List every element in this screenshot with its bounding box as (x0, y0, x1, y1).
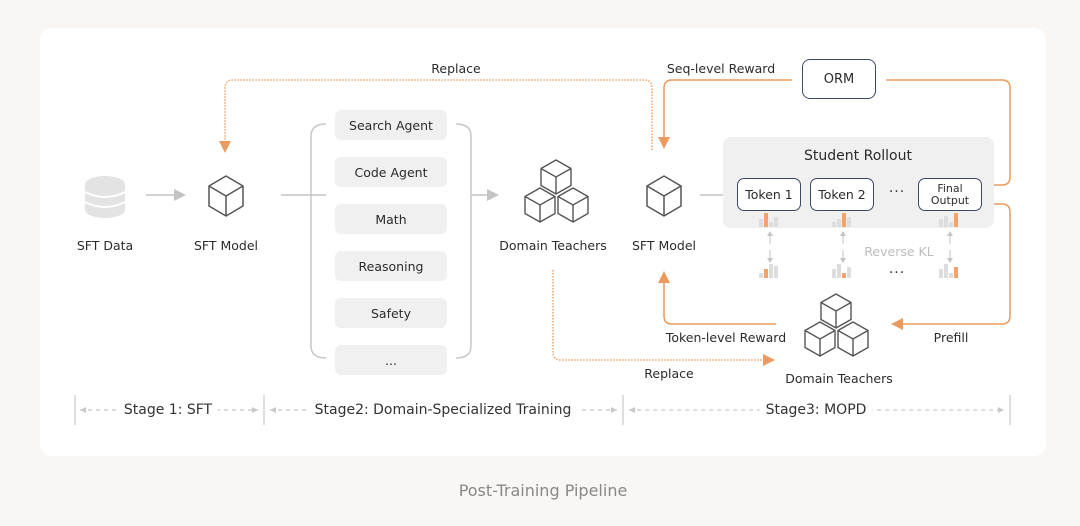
student-rollout-title: Student Rollout (804, 148, 912, 164)
replace-bottom-arrow (552, 270, 775, 366)
token-1-box: Token 1 (737, 178, 801, 211)
stage-1-label: Stage 1: SFT (117, 402, 219, 418)
orm-box: ORM (802, 59, 876, 99)
sft-model-label: SFT Model (193, 238, 259, 253)
cubes-icon (804, 293, 869, 357)
cubes-icon (524, 159, 589, 223)
replace-top-label: Replace (431, 61, 481, 76)
seq-reward-label: Seq-level Reward (666, 61, 776, 76)
diagram-card (40, 28, 1046, 456)
token-2-box: Token 2 (810, 178, 874, 211)
ellipsis-bottom: ··· (888, 265, 906, 281)
prefill-arrow (891, 203, 1011, 330)
stage-dividers (74, 395, 1011, 425)
reverse-kl-label: Reverse KL (864, 244, 934, 259)
figure-caption: Post-Training Pipeline (458, 481, 628, 500)
prefill-label: Prefill (933, 330, 969, 345)
domain-reasoning: Reasoning (335, 251, 447, 281)
sft-model-label-stage3: SFT Model (631, 238, 697, 253)
domain-safety: Safety (335, 298, 447, 328)
replace-top-arrow (219, 79, 653, 153)
domain-math: Math (335, 204, 447, 234)
cube-icon (646, 175, 682, 217)
ellipsis: ··· (888, 184, 906, 200)
domain-teachers-label-stage3: Domain Teachers (785, 371, 893, 386)
domain-code-agent: Code Agent (335, 157, 447, 187)
stage-arrowheads (80, 407, 1004, 413)
domain-more: ... (335, 345, 447, 375)
sft-data-label: SFT Data (76, 238, 134, 253)
final-output-box: Final Output (918, 178, 982, 211)
token-reward-label: Token-level Reward (665, 330, 787, 345)
seq-reward-arrow (658, 79, 792, 149)
right-bracket (455, 123, 472, 359)
replace-bottom-label: Replace (644, 366, 694, 381)
token-reward-arrow (658, 271, 776, 325)
database-icon (84, 176, 126, 218)
domain-teachers-label: Domain Teachers (499, 238, 607, 253)
stage-3-label: Stage3: MOPD (759, 402, 873, 418)
orm-feedback-line (886, 79, 1011, 186)
stage-2-label: Stage2: Domain-Specialized Training (308, 402, 578, 418)
left-bracket (310, 123, 327, 359)
domain-search-agent: Search Agent (335, 110, 447, 140)
cube-icon (208, 175, 244, 217)
